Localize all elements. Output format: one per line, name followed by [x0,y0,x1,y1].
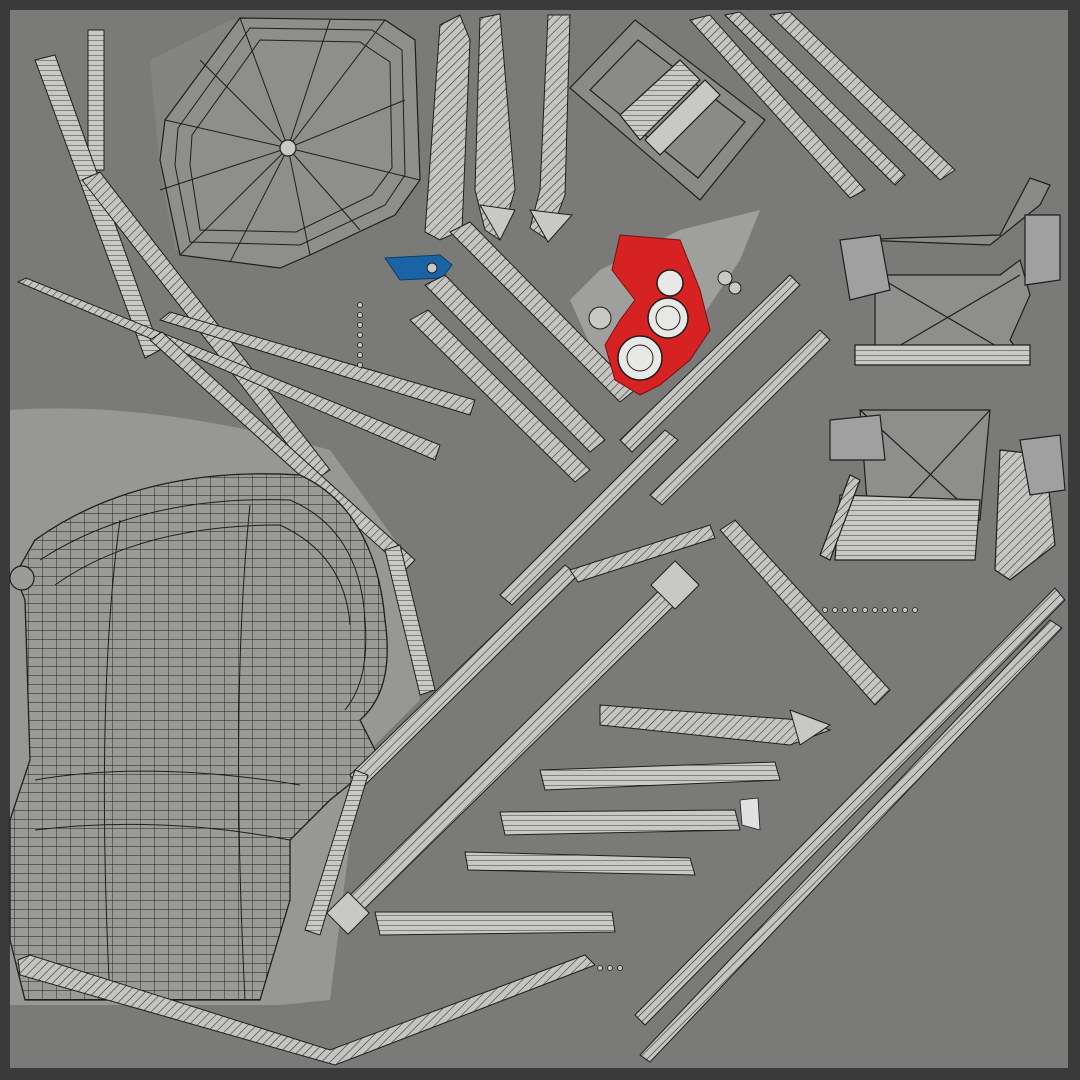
blue-island-pivot [426,262,438,274]
rosette-icon [588,270,742,330]
column-strips [374,704,832,936]
bead-chain [357,302,918,971]
diagonal-strips-top-right [689,11,956,199]
small-fragment [739,797,761,831]
uv-strip [87,29,105,171]
selected-red-island[interactable] [604,234,711,396]
uv-strip-bottom [17,954,596,1066]
diagonal-strips-left [16,277,476,696]
diagonal-strips-center [304,519,891,936]
gear-icon [617,335,663,381]
octagon-island [159,17,421,269]
gear-icon [647,297,689,339]
selected-blue-island[interactable] [384,254,453,281]
right-frame-island [819,177,1066,581]
gear-icon [656,269,684,297]
grid-mesh-island [9,473,388,1001]
pillar-strips-top [424,13,574,243]
diagonal-strips-bottom-right [634,587,1066,1063]
window-frame-island [569,19,766,201]
